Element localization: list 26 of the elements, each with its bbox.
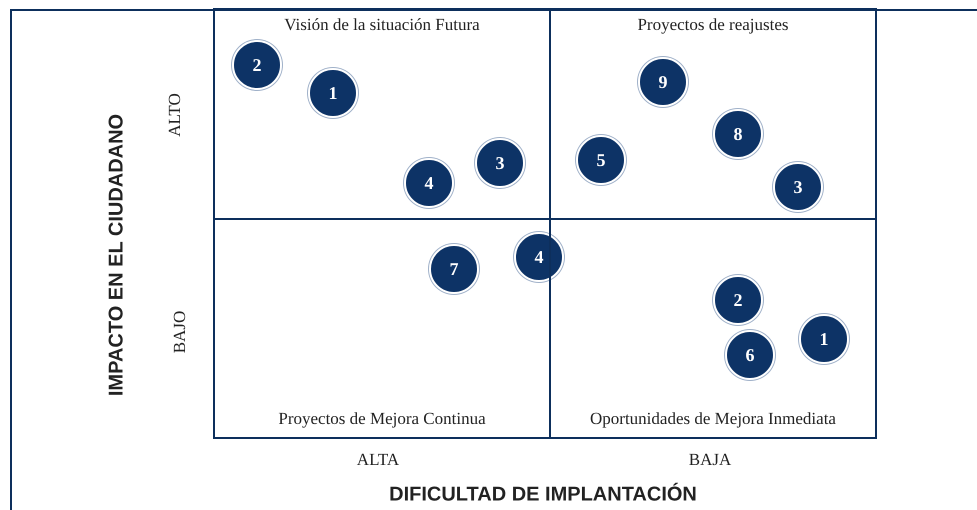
axis-label: BAJA xyxy=(688,450,732,470)
quadrant-title: Visión de la situación Futura xyxy=(283,15,481,35)
axis-title: DIFICULTAD DE IMPLANTACIÓN xyxy=(389,484,697,506)
axis-label: BAJO xyxy=(170,310,190,354)
numbered-circle: 3 xyxy=(773,162,823,212)
quadrant-title: Oportunidades de Mejora Inmediata xyxy=(589,409,837,429)
numbered-circle: 6 xyxy=(725,330,775,380)
axis-label: ALTO xyxy=(165,93,185,137)
numbered-circle: 4 xyxy=(404,158,454,208)
quadrant-title: Proyectos de reajustes xyxy=(636,15,790,35)
numbered-circle: 7 xyxy=(429,244,479,294)
numbered-circle: 5 xyxy=(576,135,626,185)
quadrant-box xyxy=(549,218,877,439)
numbered-circle: 1 xyxy=(308,68,358,118)
numbered-circle: 2 xyxy=(232,40,282,90)
numbered-circle: 9 xyxy=(638,57,688,107)
numbered-circle: 2 xyxy=(713,275,763,325)
quadrant-box xyxy=(213,8,551,220)
axis-label: ALTA xyxy=(356,450,400,470)
quadrant-box xyxy=(549,8,877,220)
axis-title: IMPACTO EN EL CIUDADANO xyxy=(106,114,128,396)
quadrant-title: Proyectos de Mejora Continua xyxy=(277,409,487,429)
numbered-circle: 1 xyxy=(799,314,849,364)
numbered-circle: 3 xyxy=(475,138,525,188)
numbered-circle: 8 xyxy=(713,109,763,159)
numbered-circle: 4 xyxy=(514,232,564,282)
